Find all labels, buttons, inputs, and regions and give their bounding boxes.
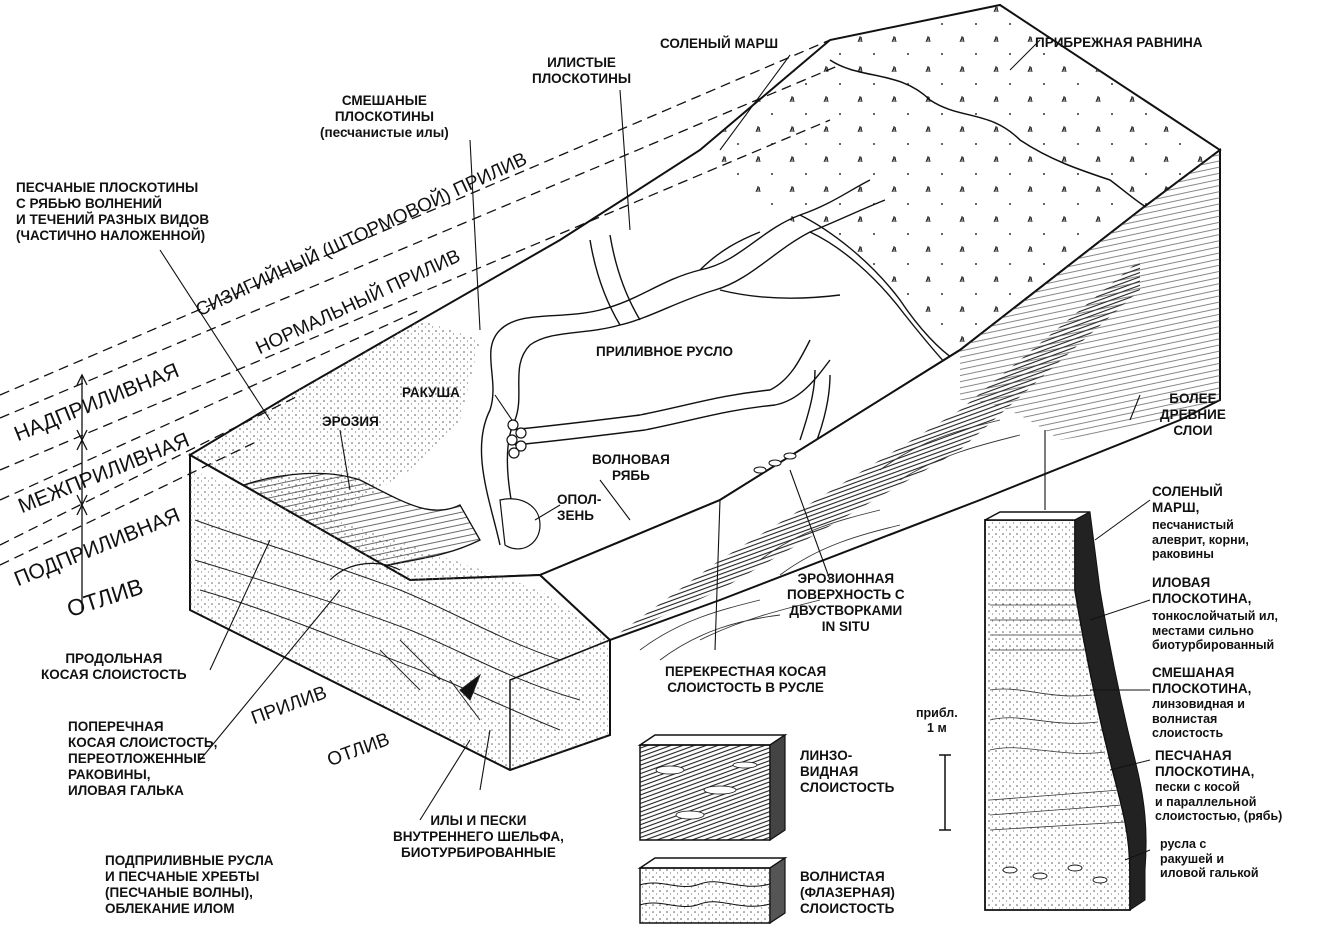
shell-pile	[506, 419, 527, 459]
zone-scale-bar	[76, 373, 88, 610]
front-face-step	[509, 639, 611, 770]
front-face-strata	[190, 470, 610, 770]
column-top	[984, 511, 1091, 521]
lenticular-sample	[637, 733, 788, 842]
salt-marsh-surface	[700, 5, 1220, 350]
strat-column	[939, 499, 1151, 911]
slump-block	[499, 498, 541, 550]
label-longitudinal-cross-bedding: ПРОДОЛЬНАЯ КОСАЯ СЛОИСТОСТЬ	[41, 651, 187, 682]
side-face-dark-band	[610, 260, 1140, 640]
label-shelf-muds: ИЛЫ И ПЕСКИ ВНУТРЕННЕГО ШЕЛЬФА, БИОТУРБИ…	[393, 813, 564, 860]
label-col-mud-flat-desc: тонкослойчатый ил, местами сильно биотур…	[1152, 609, 1279, 652]
label-col-mixed-flat: СМЕШАНАЯ ПЛОСКОТИНА,	[1152, 665, 1252, 696]
scale-bar	[939, 754, 951, 831]
label-slump: ОПОЛ- ЗЕНЬ	[557, 492, 602, 523]
column-side	[1074, 511, 1147, 911]
label-col-channels: русла с ракушей и иловой галькой	[1160, 837, 1259, 880]
label-lenticular: ЛИНЗО- ВИДНАЯ СЛОИСТОСТЬ	[800, 748, 895, 795]
label-coastal-plain: ПРИБРЕЖНАЯ РАВНИНА	[1035, 35, 1203, 50]
label-older-layers: БОЛЕЕ ДРЕВНИЕ СЛОИ	[1160, 391, 1226, 438]
column-leaders	[1089, 499, 1151, 861]
label-col-salt-marsh-desc: песчанистый алеврит, корни, раковины	[1152, 518, 1249, 561]
coastal-plain-edge	[829, 59, 1161, 216]
older-layers-face	[960, 150, 1220, 440]
label-sand-flats: ПЕСЧАНЫЕ ПЛОСКОТИНЫ С РЯБЬЮ ВОЛНЕНИЙ И Т…	[16, 180, 210, 243]
label-col-sand-flat-desc: пески с косой и параллельной слоистостью…	[1155, 780, 1283, 823]
label-mud-flats: ИЛИСТЫЕ ПЛОСКОТИНЫ	[532, 55, 632, 86]
label-col-sand-flat: ПЕСЧАНАЯ ПЛОСКОТИНА,	[1155, 748, 1255, 779]
label-shell: РАКУША	[402, 385, 460, 400]
label-erosion-surface: ЭРОЗИОННАЯ ПОВЕРХНОСТЬ С ДВУСТВОРКАМИ IN…	[787, 571, 905, 634]
label-flaser: ВОЛНИСТАЯ (ФЛАЗЕРНАЯ) СЛОИСТОСТЬ	[800, 869, 895, 916]
label-tidal-channel: ПРИЛИВНОЕ РУСЛО	[596, 344, 733, 359]
label-erosion: ЭРОЗИЯ	[322, 414, 379, 429]
label-wave-ripple: ВОЛНОВАЯ РЯБЬ	[592, 452, 670, 483]
front-face-lamination	[194, 519, 581, 731]
label-col-mixed-flat-desc: линзовидная и волнистая слоистость	[1152, 697, 1245, 740]
label-subtidal-channels: ПОДПРИЛИВНЫЕ РУСЛА И ПЕСЧАНЫЕ ХРЕБТЫ (ПЕ…	[105, 853, 274, 916]
label-scale: прибл. 1 м	[916, 706, 958, 735]
leader-lines	[159, 39, 1141, 821]
bivalves-in-situ	[753, 452, 797, 474]
label-salt-marsh: СОЛЕНЫЙ МАРШ	[660, 36, 779, 51]
flaser-sample	[637, 856, 788, 925]
label-mixed-flats: СМЕШАНЫЕ ПЛОСКОТИНЫ (песчанистые илы)	[320, 93, 449, 140]
label-transverse-cross-bedding: ПОПЕРЕЧНАЯ КОСАЯ СЛОИСТОСТЬ, ПЕРЕОТЛОЖЕН…	[68, 719, 218, 798]
label-channel-cross-bedding: ПЕРЕКРЕСТНАЯ КОСАЯ СЛОИСТОСТЬ В РУСЛЕ	[665, 664, 827, 695]
label-col-salt-marsh: СОЛЕНЫЙ МАРШ,	[1152, 484, 1223, 515]
channel-fill-shells	[329, 562, 401, 581]
sand-flat-surface	[195, 320, 480, 520]
side-face-cross-bedding	[639, 419, 1021, 661]
tide-level-lines	[0, 39, 841, 566]
label-col-mud-flat: ИЛОВАЯ ПЛОСКОТИНА,	[1152, 575, 1252, 606]
